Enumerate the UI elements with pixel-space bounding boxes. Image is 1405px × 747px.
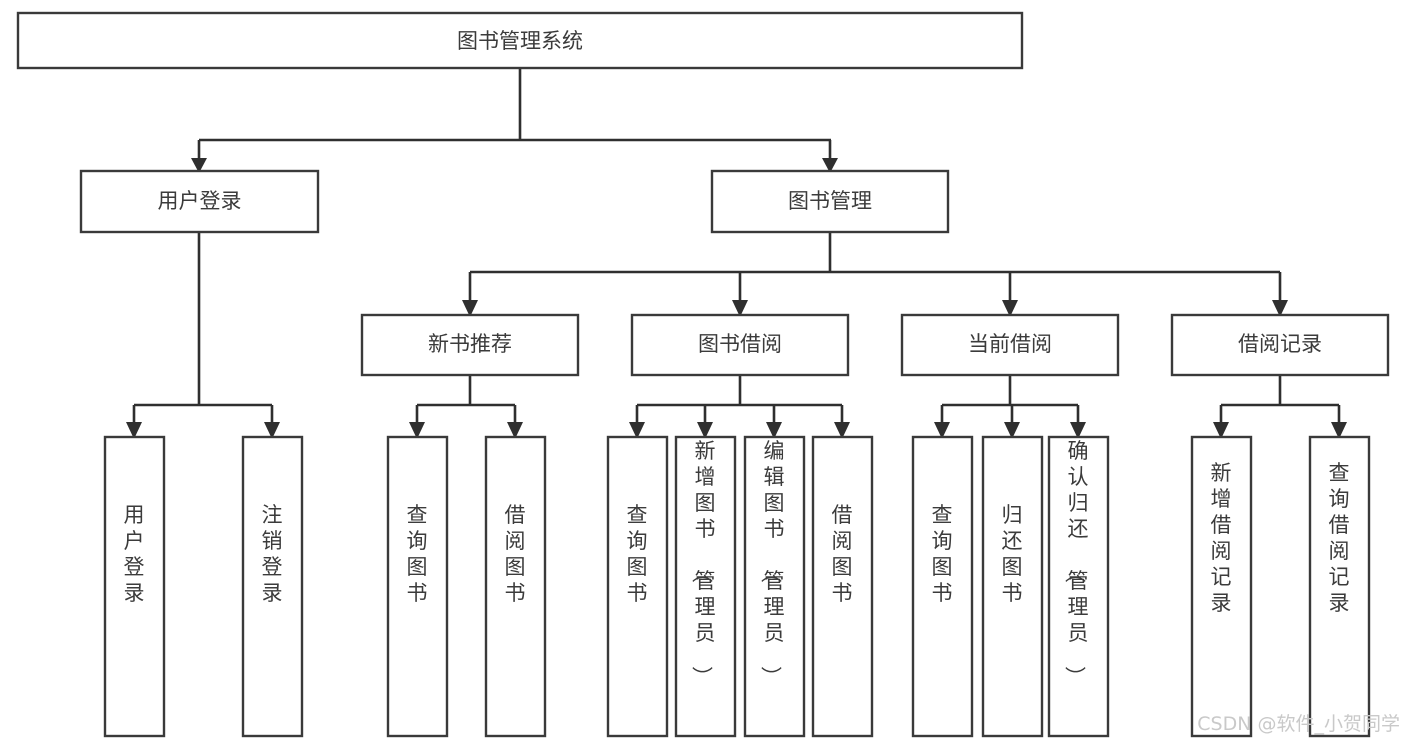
node-borrow-record-label: 借阅记录 — [1238, 332, 1322, 356]
node-book-management[interactable]: 图书管理 — [710, 169, 950, 234]
leaf-edit-book-admin[interactable]: 编辑图书（管理员） — [743, 435, 806, 738]
leaf-user-login-label: 用户登录 — [124, 503, 145, 605]
leaf-query-book-newbook-box[interactable] — [386, 435, 449, 738]
node-current-borrow-label: 当前借阅 — [968, 332, 1052, 356]
leaf-query-book-borrow-box[interactable] — [606, 435, 669, 738]
leaf-confirm-return-admin[interactable]: 确认归还（管理员） — [1047, 435, 1110, 738]
edge-arrow-to-current-borrow — [1002, 300, 1018, 317]
edge-bookborrow-trunk — [635, 375, 844, 422]
leaf-query-book-borrow-label: 查询图书 — [627, 503, 648, 605]
edges-layer — [126, 68, 1347, 439]
edge-arrow-to-new-book — [462, 300, 478, 317]
nodes-layer: 图书管理系统 用户登录 图书管理 新书推荐 图书借阅 — [16, 11, 1390, 738]
leaf-return-book-box[interactable] — [981, 435, 1044, 738]
node-user-login-label: 用户登录 — [158, 189, 242, 213]
edge-arrow-to-user-login — [191, 158, 207, 173]
node-borrow-record[interactable]: 借阅记录 — [1170, 313, 1390, 377]
node-new-book-recommend-box[interactable] — [360, 313, 580, 377]
node-current-borrow-box[interactable] — [900, 313, 1120, 377]
edge-arrow-leaf-query-book-1 — [409, 422, 425, 439]
leaf-query-borrow-record-box[interactable] — [1308, 435, 1371, 738]
edge-arrow-leaf-borrow-book-1 — [507, 422, 523, 439]
leaf-add-book-admin[interactable]: 新增图书（管理员） — [674, 435, 737, 738]
edge-arrow-leaf-add-book — [697, 422, 713, 439]
edge-arrow-leaf-user-login — [126, 422, 142, 439]
leaf-query-book-current-label: 查询图书 — [932, 503, 953, 605]
node-book-management-label: 图书管理 — [788, 189, 872, 213]
node-borrow-record-box[interactable] — [1170, 313, 1390, 377]
leaf-logout[interactable]: 注销登录 — [241, 435, 304, 738]
leaf-edit-book-admin-box[interactable] — [743, 435, 806, 738]
leaf-query-book-newbook[interactable]: 查询图书 — [386, 435, 449, 738]
edge-arrow-to-borrow-record — [1272, 300, 1288, 317]
edge-arrow-to-book-borrow — [732, 300, 748, 317]
leaf-add-book-admin-label: 新增图书（管理员） — [690, 439, 716, 687]
leaf-borrow-book-borrow-box[interactable] — [811, 435, 874, 738]
leaf-borrow-book-newbook[interactable]: 借阅图书 — [484, 435, 547, 738]
node-new-book-recommend-label: 新书推荐 — [428, 332, 512, 356]
leaf-logout-box[interactable] — [241, 435, 304, 738]
edge-arrow-leaf-edit-book — [766, 422, 782, 439]
edge-arrow-leaf-logout — [264, 422, 280, 439]
leaf-add-borrow-record-label: 新增借阅记录 — [1211, 461, 1232, 615]
leaf-confirm-return-admin-box[interactable] — [1047, 435, 1110, 738]
leaf-add-book-admin-box[interactable] — [674, 435, 737, 738]
leaf-borrow-book-borrow[interactable]: 借阅图书 — [811, 435, 874, 738]
edge-newbook-trunk — [415, 375, 517, 422]
leaf-query-book-borrow[interactable]: 查询图书 — [606, 435, 669, 738]
node-user-login-box[interactable] — [79, 169, 320, 234]
leaf-borrow-book-newbook-label: 借阅图书 — [505, 503, 526, 605]
leaf-add-borrow-record-box[interactable] — [1190, 435, 1253, 738]
node-book-management-box[interactable] — [710, 169, 950, 234]
edge-arrow-leaf-query-record — [1331, 422, 1347, 439]
node-new-book-recommend[interactable]: 新书推荐 — [360, 313, 580, 377]
leaf-return-book[interactable]: 归还图书 — [981, 435, 1044, 738]
leaf-query-book-current[interactable]: 查询图书 — [911, 435, 974, 738]
node-user-login[interactable]: 用户登录 — [79, 169, 320, 234]
edge-bookmgmt-trunk — [468, 232, 1282, 300]
leaf-query-borrow-record[interactable]: 查询借阅记录 — [1308, 435, 1371, 738]
edge-userlogin-trunk — [132, 232, 274, 422]
edge-arrow-leaf-confirm-return — [1070, 422, 1086, 439]
node-current-borrow[interactable]: 当前借阅 — [900, 313, 1120, 377]
leaf-user-login-box[interactable] — [103, 435, 166, 738]
node-root[interactable]: 图书管理系统 — [16, 11, 1024, 70]
node-book-borrow-label: 图书借阅 — [698, 332, 782, 356]
edge-arrow-leaf-borrow-book-2 — [834, 422, 850, 439]
leaf-edit-book-admin-label: 编辑图书（管理员） — [759, 439, 785, 687]
edge-currentborrow-trunk — [940, 375, 1080, 422]
edge-arrow-leaf-query-book-2 — [629, 422, 645, 439]
edge-arrow-leaf-add-record — [1213, 422, 1229, 439]
edge-arrow-to-book-mgmt — [822, 158, 838, 173]
leaf-query-book-current-box[interactable] — [911, 435, 974, 738]
node-root-box[interactable] — [16, 11, 1024, 70]
csdn-watermark: CSDN @软件_小贺同学 — [1197, 713, 1400, 735]
leaf-borrow-book-borrow-label: 借阅图书 — [832, 503, 853, 605]
leaf-user-login[interactable]: 用户登录 — [103, 435, 166, 738]
leaf-logout-label: 注销登录 — [262, 503, 283, 605]
leaf-query-book-newbook-label: 查询图书 — [407, 503, 428, 605]
edge-arrow-leaf-return-book — [1004, 422, 1020, 439]
leaf-borrow-book-newbook-box[interactable] — [484, 435, 547, 738]
node-book-borrow-box[interactable] — [630, 313, 850, 377]
leaf-add-borrow-record[interactable]: 新增借阅记录 — [1190, 435, 1253, 738]
edge-borrowrecord-trunk — [1219, 375, 1341, 422]
leaf-return-book-label: 归还图书 — [1002, 503, 1023, 605]
node-root-label: 图书管理系统 — [457, 29, 583, 53]
edge-root-trunk — [197, 68, 832, 158]
leaf-confirm-return-admin-label: 确认归还（管理员） — [1063, 439, 1089, 687]
edge-arrow-leaf-query-book-3 — [934, 422, 950, 439]
node-book-borrow[interactable]: 图书借阅 — [630, 313, 850, 377]
leaf-query-borrow-record-label: 查询借阅记录 — [1329, 461, 1350, 615]
